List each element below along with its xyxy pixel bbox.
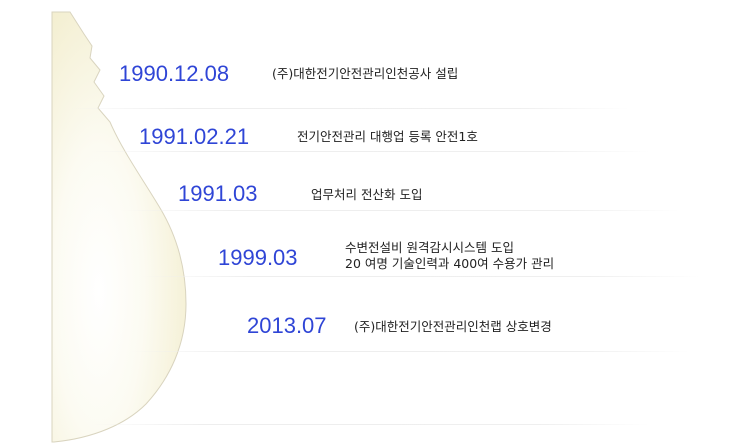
timeline-divider [140, 276, 700, 277]
timeline-description: 전기안전관리 대행업 등록 안전1호 [297, 129, 478, 145]
timeline-year: 1991.02.21 [139, 124, 250, 149]
timeline-description: 수변전설비 원격감시시스템 도입 20 여명 기술인력과 400여 수용가 관리 [345, 240, 554, 272]
timeline-description-line: 전기안전관리 대행업 등록 안전1호 [297, 129, 478, 144]
timeline-year: 1991.03 [178, 181, 258, 206]
timeline-description-line: (주)대한전기안전관리인천공사 설립 [272, 66, 459, 81]
timeline-description: (주)대한전기안전관리인천공사 설립 [272, 66, 458, 82]
timeline-description: 업무처리 전산화 도입 [311, 187, 422, 203]
timeline-year: 2013.07 [247, 313, 327, 338]
timeline-divider [130, 351, 690, 352]
timeline-description-line: 20 여명 기술인력과 400여 수용가 관리 [345, 256, 555, 271]
timeline-divider [90, 151, 650, 152]
timeline-description-line: 수변전설비 원격감시시스템 도입 [345, 240, 514, 255]
bulb-shape [51, 11, 187, 443]
timeline-divider [70, 108, 630, 109]
timeline-year: 1999.03 [218, 245, 298, 270]
timeline-divider [120, 210, 680, 211]
timeline-description: (주)대한전기안전관리인천랩 상호변경 [354, 319, 552, 335]
timeline-description-line: 업무처리 전산화 도입 [311, 187, 423, 202]
timeline-divider [90, 424, 650, 425]
timeline-year: 1990.12.08 [119, 61, 230, 86]
timeline-description-line: (주)대한전기안전관리인천랩 상호변경 [354, 319, 552, 334]
